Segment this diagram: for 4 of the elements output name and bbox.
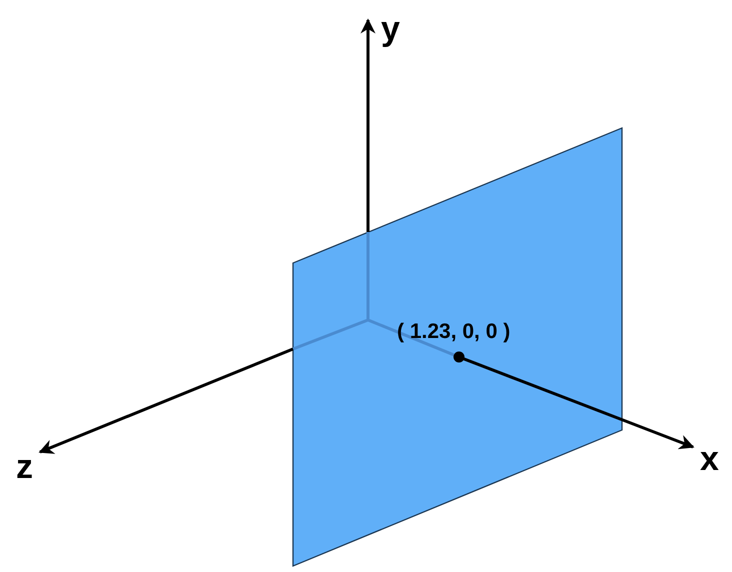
axis-label: x bbox=[700, 442, 719, 476]
point-label: ( 1.23, 0, 0 ) bbox=[397, 321, 510, 342]
axis-label: z bbox=[16, 450, 33, 484]
axis-label: y bbox=[381, 12, 400, 46]
